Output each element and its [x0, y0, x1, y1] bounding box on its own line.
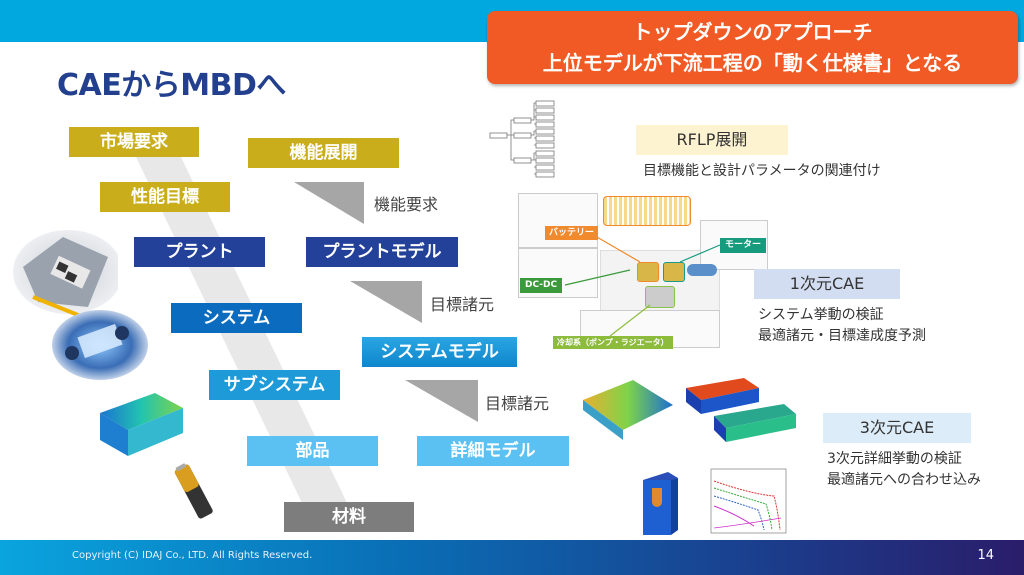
rflp-tree-diagram: [489, 100, 555, 178]
arrow-label-target-spec-2: 目標諸元: [485, 394, 550, 413]
arrow-label-function-requirement: 機能要求: [374, 195, 439, 214]
battery-cell-image: [174, 463, 213, 519]
box-component: 部品: [247, 436, 378, 466]
box-subsystem: サブシステム: [209, 370, 340, 400]
page-number: 14: [977, 548, 994, 563]
box-market-requirement: 市場要求: [69, 127, 199, 157]
3d-cae-discharge-chart: [710, 468, 787, 534]
ev-battery-image: [52, 310, 148, 380]
cooling-tag: 冷却系（ポンプ・ラジエータ）: [553, 336, 673, 349]
cae-1d-desc-line-2: 最適諸元・目標達成度予測: [758, 328, 926, 344]
box-system-model: システムモデル: [362, 337, 517, 367]
dcdc-tag: DC-DC: [520, 278, 563, 293]
cae-3d-desc-line-2: 最適諸元への合わせ込み: [827, 472, 981, 488]
box-material: 材料: [284, 502, 414, 532]
battery-tag: バッテリー: [545, 226, 599, 240]
box-plant-model: プラントモデル: [306, 237, 458, 267]
rflp-description: 目標機能と設計パラメータの関連付け: [643, 163, 881, 179]
callout-line-1: トップダウンのアプローチ: [632, 20, 873, 44]
3d-cae-flow-image: [583, 380, 673, 440]
arrow-triangle-1: [294, 182, 364, 224]
box-performance-target: 性能目標: [100, 182, 230, 212]
box-system: システム: [171, 303, 302, 333]
box-detail-model: 詳細モデル: [417, 436, 569, 466]
footer-bar: Copyright (C) IDAJ Co., LTD. All Rights …: [0, 540, 1024, 575]
3d-cae-thermal-image: [686, 378, 796, 442]
3d-cae-cell-image: [643, 472, 678, 535]
callout-line-2: 上位モデルが下流工程の「動く仕様書」となる: [542, 51, 963, 75]
page-title: CAEからMBDへ: [57, 68, 286, 103]
1d-cae-system-diagram: バッテリー モーター DC-DC 冷却系（ポンプ・ラジエータ）: [515, 190, 770, 350]
rflp-heading: RFLP展開: [636, 125, 788, 155]
copyright-text: Copyright (C) IDAJ Co., LTD. All Rights …: [72, 550, 313, 561]
box-function-deployment: 機能展開: [248, 138, 399, 168]
arrow-triangle-2: [350, 281, 422, 323]
arrow-triangle-3: [405, 380, 478, 422]
cae-1d-heading: 1次元CAE: [754, 269, 900, 299]
motor-tag: モーター: [720, 238, 767, 253]
topdown-callout: トップダウンのアプローチ 上位モデルが下流工程の「動く仕様書」となる: [487, 11, 1018, 84]
battery-module-image: [100, 393, 183, 456]
arrow-label-target-spec-1: 目標諸元: [430, 295, 495, 314]
cae-3d-desc-line-1: 3次元詳細挙動の検証: [827, 451, 962, 467]
cae-1d-description: システム挙動の検証 最適諸元・目標達成度予測: [758, 305, 926, 347]
cae-3d-description: 3次元詳細挙動の検証 最適諸元への合わせ込み: [827, 449, 981, 491]
box-plant: プラント: [134, 237, 265, 267]
vehicle-cutaway-image: [13, 230, 118, 319]
cae-1d-desc-line-1: システム挙動の検証: [758, 307, 884, 323]
cae-3d-heading: 3次元CAE: [823, 413, 971, 443]
